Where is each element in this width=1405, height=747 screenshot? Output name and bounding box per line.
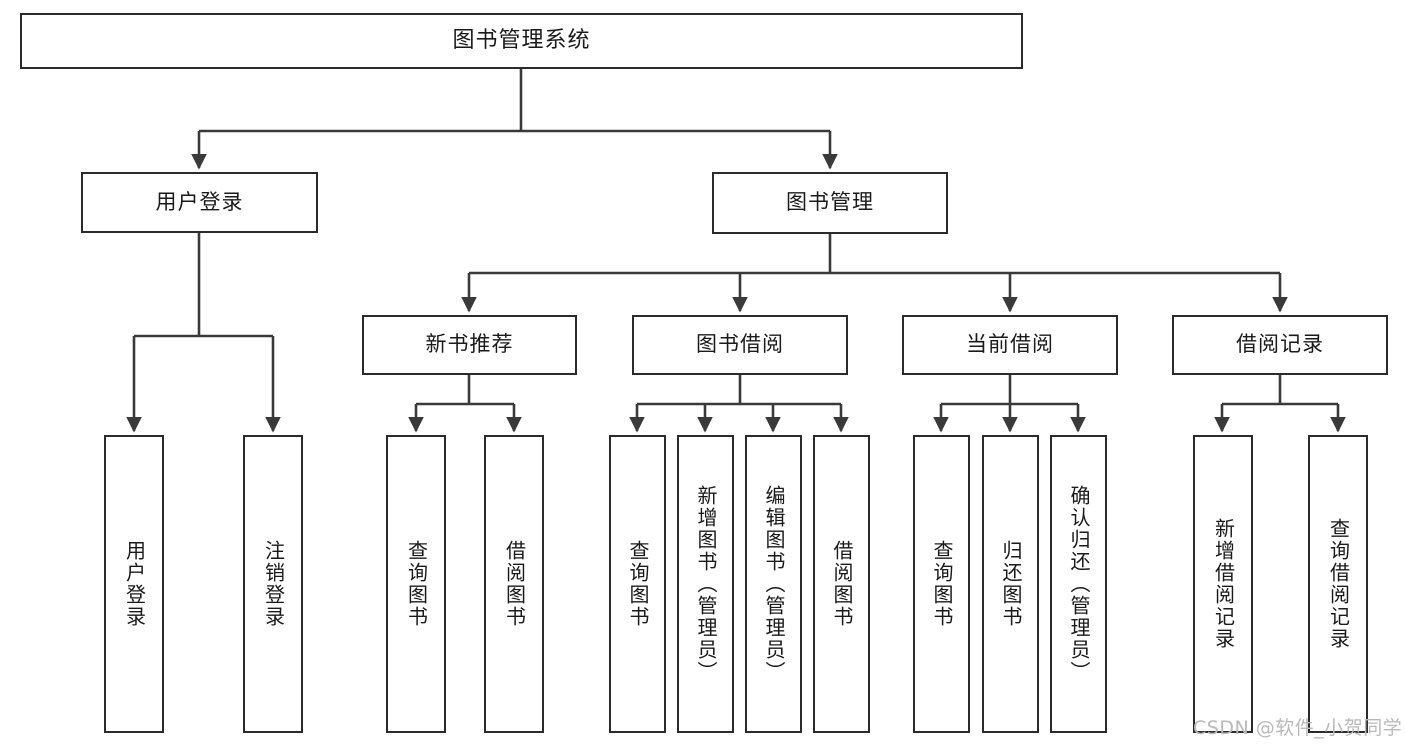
node-label: 编辑图书（管理员）	[762, 485, 786, 683]
node-label: 图书管理	[786, 190, 874, 215]
node-leaf-current-query-book[interactable]: 查询图书	[913, 435, 970, 733]
node-leaf-new-book-borrow[interactable]: 借阅图书	[484, 435, 544, 733]
node-book-borrow[interactable]: 图书借阅	[632, 315, 848, 375]
node-leaf-new-book-query[interactable]: 查询图书	[386, 435, 446, 733]
node-label: 用户登录	[122, 540, 147, 628]
node-label: 借阅图书	[830, 540, 854, 628]
node-new-book-recommend[interactable]: 新书推荐	[362, 315, 577, 375]
node-label: 图书管理系统	[452, 27, 591, 53]
node-label: 新增图书（管理员）	[694, 485, 718, 683]
node-book-management[interactable]: 图书管理	[712, 172, 948, 234]
node-label: 归还图书	[999, 540, 1023, 628]
node-leaf-record-query[interactable]: 查询借阅记录	[1308, 435, 1368, 733]
node-label: 查询图书	[626, 540, 650, 628]
node-leaf-record-add[interactable]: 新增借阅记录	[1193, 435, 1253, 733]
node-label: 查询借阅记录	[1326, 518, 1351, 650]
node-label: 新增借阅记录	[1211, 518, 1236, 650]
node-label: 确认归还（管理员）	[1067, 485, 1091, 683]
node-leaf-current-confirm-return-admin[interactable]: 确认归还（管理员）	[1050, 435, 1107, 733]
csdn-watermark: CSDN @软件_小贺同学	[1193, 717, 1403, 739]
node-leaf-borrow-edit-book-admin[interactable]: 编辑图书（管理员）	[745, 435, 802, 733]
node-borrow-record[interactable]: 借阅记录	[1172, 315, 1388, 375]
node-label: 用户登录	[155, 189, 244, 214]
node-user-login[interactable]: 用户登录	[81, 172, 318, 233]
node-current-borrow[interactable]: 当前借阅	[902, 315, 1118, 375]
node-label: 查询图书	[930, 540, 954, 628]
node-leaf-user-login-logout[interactable]: 注销登录	[243, 435, 303, 733]
node-label: 借阅图书	[502, 540, 527, 628]
node-label: 注销登录	[261, 540, 286, 628]
node-leaf-borrow-add-book-admin[interactable]: 新增图书（管理员）	[677, 435, 734, 733]
node-root-book-management-system[interactable]: 图书管理系统	[20, 13, 1023, 69]
node-leaf-user-login-login[interactable]: 用户登录	[104, 435, 164, 733]
node-label: 查询图书	[404, 540, 429, 628]
node-leaf-borrow-query-book[interactable]: 查询图书	[609, 435, 666, 733]
node-leaf-borrow-borrow-book[interactable]: 借阅图书	[813, 435, 870, 733]
node-label: 图书借阅	[696, 332, 784, 357]
node-label: 当前借阅	[966, 332, 1054, 357]
node-leaf-current-return-book[interactable]: 归还图书	[982, 435, 1039, 733]
node-label: 新书推荐	[425, 332, 514, 357]
node-label: 借阅记录	[1236, 332, 1324, 357]
